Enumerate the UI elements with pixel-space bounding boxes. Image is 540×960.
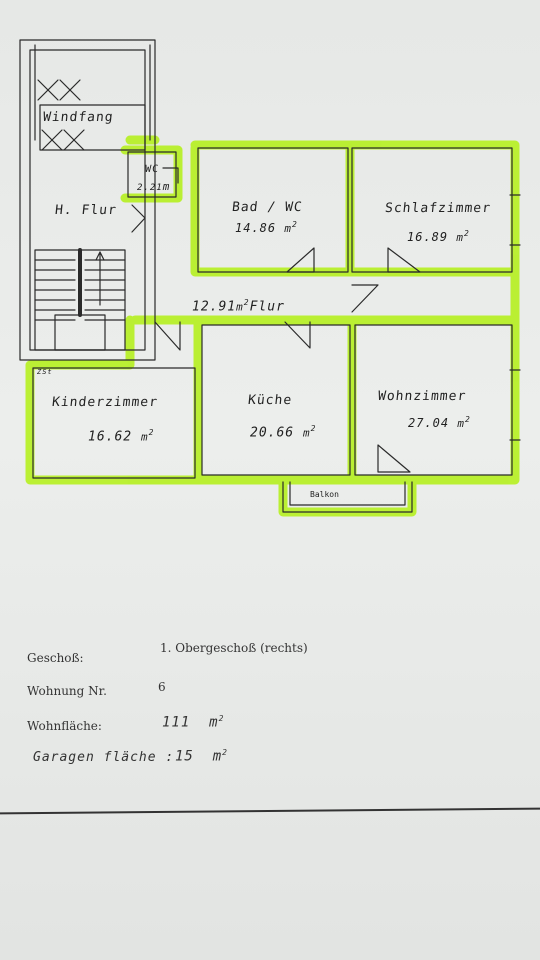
room-area-flur: 12.91m2Flur — [192, 298, 285, 315]
room-label-wc: WC — [144, 164, 160, 175]
room-label-kinderzimmer: Kinderzimmer — [51, 395, 159, 410]
living-area-value: 111 m2 — [162, 714, 225, 731]
room-label-h-flur: H. Flur — [54, 203, 118, 218]
floor-label: Geschoß: — [27, 651, 84, 665]
living-area-label: Wohnfläche: — [27, 719, 102, 733]
room-label-kueche: Küche — [247, 393, 293, 408]
room-area-schlafzimmer: 16.89 m2 — [407, 229, 470, 244]
unit-number-label: Wohnung Nr. — [27, 684, 107, 698]
room-area-bad-wc: 14.86 m2 — [235, 220, 298, 235]
marker-label: ZSt — [37, 368, 53, 376]
room-area-kueche: 20.66 m2 — [250, 424, 317, 441]
unit-number-value: 6 — [158, 680, 166, 694]
room-label-wohnzimmer: Wohnzimmer — [377, 389, 468, 404]
floor-value: 1. Obergeschoß (rechts) — [160, 641, 308, 655]
room-label-bad-wc: Bad / WC — [231, 200, 304, 215]
balcony-label: Balkon — [310, 490, 339, 499]
room-area-wohnzimmer: 27.04 m2 — [408, 415, 471, 430]
floor-plan — [19, 39, 521, 517]
room-label-windfang: Windfang — [42, 110, 115, 125]
room-area-kinderzimmer: 16.62 m2 — [88, 428, 155, 445]
garage-area-label: Garagen fläche : — [33, 750, 175, 765]
garage-area-value: 15 m2 — [175, 748, 228, 765]
room-area-wc: 2.21m — [137, 180, 171, 193]
room-label-schlafzimmer: Schlafzimmer — [384, 201, 492, 216]
